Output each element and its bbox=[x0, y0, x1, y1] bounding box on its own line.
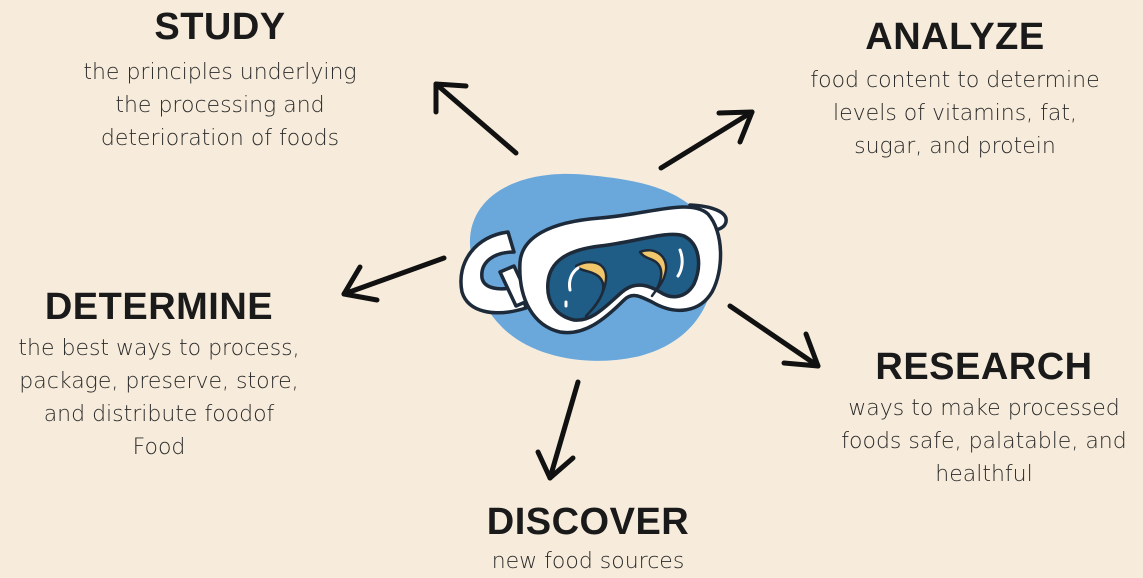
research-node: RESEARCH ways to make processed foods sa… bbox=[826, 348, 1142, 491]
study-description: the principles underlying the processing… bbox=[83, 60, 357, 151]
research-title: RESEARCH bbox=[875, 346, 1093, 388]
arrow-to-research bbox=[727, 303, 821, 369]
study-title: STUDY bbox=[154, 6, 286, 48]
arrow-to-analyze bbox=[658, 109, 755, 171]
discover-node: DISCOVER new food sources bbox=[460, 503, 716, 578]
analyze-description: food content to determine levels of vita… bbox=[810, 68, 1100, 159]
study-node: STUDY the principles underlying the proc… bbox=[60, 8, 380, 155]
arrow-to-determine bbox=[341, 255, 447, 303]
research-description: ways to make processed foods safe, palat… bbox=[841, 396, 1127, 487]
analyze-node: ANALYZE food content to determine levels… bbox=[780, 18, 1130, 163]
discover-title: DISCOVER bbox=[486, 501, 690, 543]
safety-goggles-icon bbox=[459, 203, 728, 335]
analyze-title: ANALYZE bbox=[865, 16, 1045, 58]
determine-node: DETERMINE the best ways to process, pack… bbox=[0, 288, 318, 464]
discover-description: new food sources bbox=[491, 549, 685, 574]
arrow-to-study bbox=[433, 81, 519, 156]
determine-description: the best ways to process, package, prese… bbox=[18, 336, 300, 460]
arrow-to-discover bbox=[535, 379, 581, 481]
determine-title: DETERMINE bbox=[44, 286, 274, 328]
